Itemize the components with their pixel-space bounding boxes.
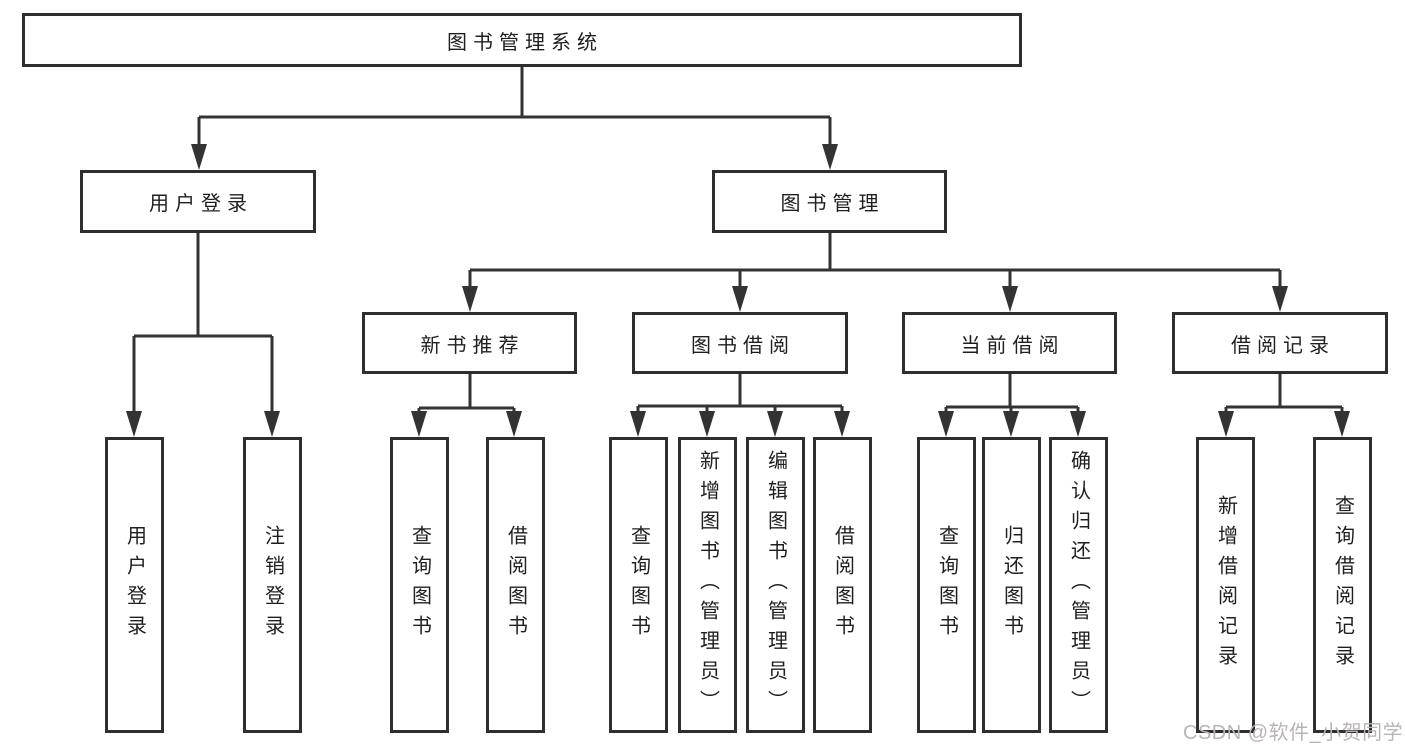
leaf-borrow-edit-books-admin: 编辑图书（管理员） (746, 437, 805, 733)
leaf-records-query-record: 查询借阅记录 (1313, 437, 1372, 733)
node-library-management-system: 图书管理系统 (22, 13, 1022, 67)
node-user-login: 用户登录 (80, 170, 316, 233)
arrowhead-icon (834, 411, 850, 437)
arrowhead-icon (1070, 411, 1086, 437)
connector-root-to-level2 (191, 67, 838, 170)
connector-current-to-leaves (938, 374, 1086, 437)
leaf-borrow-query-books: 查询图书 (609, 437, 668, 733)
arrowhead-icon (1272, 286, 1288, 312)
leaf-recommend-query-books: 查询图书 (390, 437, 449, 733)
arrowhead-icon (191, 144, 207, 170)
arrowhead-icon (411, 411, 427, 437)
arrowhead-icon (1002, 286, 1018, 312)
node-book-borrowing: 图书借阅 (632, 312, 848, 374)
leaf-borrow-borrow-books: 借阅图书 (813, 437, 872, 733)
connector-login-to-leaves (126, 233, 280, 437)
arrowhead-icon (126, 411, 142, 437)
leaf-current-return-books: 归还图书 (982, 437, 1041, 733)
leaf-records-add-record: 新增借阅记录 (1196, 437, 1255, 733)
arrowhead-icon (938, 411, 954, 437)
node-book-management: 图书管理 (712, 170, 947, 233)
arrowhead-icon (462, 286, 478, 312)
leaf-logout: 注销登录 (243, 437, 302, 733)
leaf-borrow-add-books-admin: 新增图书（管理员） (678, 437, 737, 733)
node-borrowing-records: 借阅记录 (1172, 312, 1388, 374)
leaf-current-confirm-return-admin: 确认归还（管理员） (1049, 437, 1108, 733)
connector-borrow-to-leaves (630, 374, 850, 437)
arrowhead-icon (822, 144, 838, 170)
arrowhead-icon (1003, 411, 1019, 437)
connector-recommend-to-leaves (411, 374, 522, 437)
leaf-current-query-books: 查询图书 (917, 437, 976, 733)
node-current-borrowing: 当前借阅 (902, 312, 1117, 374)
connector-records-to-leaves (1218, 374, 1350, 437)
arrowhead-icon (767, 411, 783, 437)
arrowhead-icon (1218, 411, 1234, 437)
arrowhead-icon (630, 411, 646, 437)
arrowhead-icon (699, 411, 715, 437)
arrowhead-icon (264, 411, 280, 437)
node-new-book-recommendation: 新书推荐 (362, 312, 577, 374)
leaf-user-login: 用户登录 (105, 437, 164, 733)
arrowhead-icon (506, 411, 522, 437)
arrowhead-icon (732, 286, 748, 312)
connector-management-to-level3 (462, 233, 1288, 312)
arrowhead-icon (1334, 411, 1350, 437)
leaf-recommend-borrow-books: 借阅图书 (486, 437, 545, 733)
